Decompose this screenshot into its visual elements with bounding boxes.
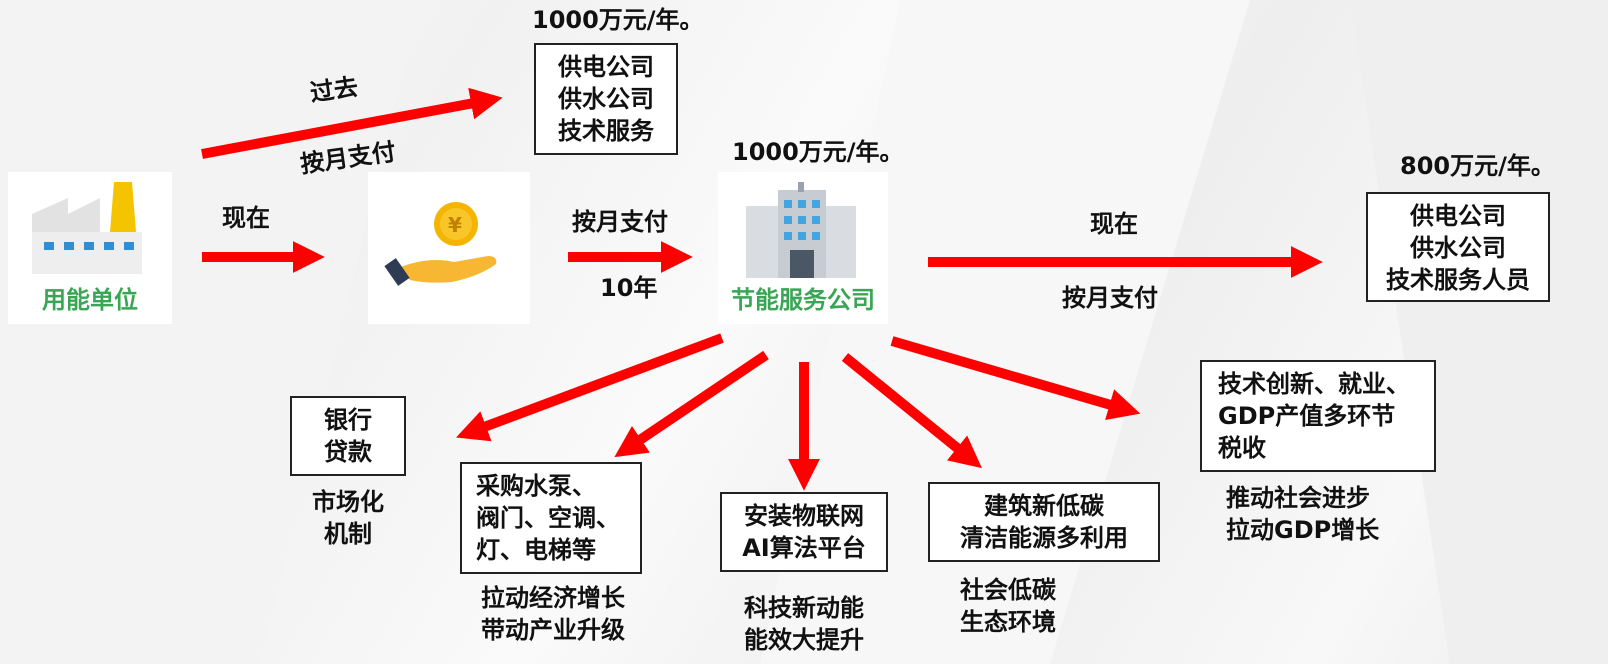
now-label-left: 现在 [222, 204, 270, 232]
iot-caption-line: 能效大提升 [744, 626, 864, 654]
top-box-line: 供水公司 [558, 85, 654, 113]
right-box-line: 技术服务人员 [1386, 266, 1530, 294]
purchase-box: 采购水泵、 阀门、空调、 灯、电梯等 [460, 462, 642, 574]
top-provider-box: 供电公司 供水公司 技术服务 [534, 43, 678, 155]
tax-box-line: 税收 [1218, 434, 1266, 462]
arrow-to-lowcarbon [841, 353, 982, 469]
right-pay-label: 按月支付 [1062, 284, 1158, 312]
bank-caption-line: 机制 [324, 520, 372, 548]
purchase-box-line: 采购水泵、 [476, 472, 596, 500]
user-unit-label: 用能单位 [42, 286, 138, 314]
purchase-caption-line: 拉动经济增长 [481, 584, 625, 612]
arrow-to-purchase [614, 350, 769, 458]
past-label: 过去 [308, 72, 360, 108]
arrow-past [201, 87, 503, 159]
top-box-line: 技术服务 [558, 117, 654, 145]
lowcarbon-caption: 社会低碳 生态环境 [946, 574, 1070, 638]
lowcarbon-box-line: 清洁能源多利用 [960, 524, 1128, 552]
purchase-box-line: 灯、电梯等 [476, 536, 596, 564]
tax-caption-line: 推动社会进步 [1226, 484, 1370, 512]
arrow-to-bank [456, 333, 724, 442]
user-unit-card: 用能单位 [8, 172, 172, 324]
mid-years-label: 10年 [600, 274, 658, 302]
lowcarbon-caption-line: 生态环境 [960, 608, 1056, 636]
purchase-box-line: 阀门、空调、 [476, 504, 620, 532]
right-box-line: 供水公司 [1410, 234, 1506, 262]
right-box-line: 供电公司 [1410, 202, 1506, 230]
mid-pay-label: 按月支付 [572, 208, 668, 236]
bank-box: 银行 贷款 [290, 396, 406, 476]
building-icon [746, 182, 856, 278]
tax-caption: 推动社会进步 拉动GDP增长 [1226, 482, 1379, 546]
now-label-right: 现在 [1090, 210, 1138, 238]
factory-icon [32, 182, 142, 274]
payment-card: ¥ [368, 172, 530, 324]
iot-box-line: 安装物联网 [744, 502, 864, 530]
tax-box-line: GDP产值多环节 [1218, 402, 1396, 430]
top-box-line: 供电公司 [558, 53, 654, 81]
lowcarbon-caption-line: 社会低碳 [960, 576, 1056, 604]
coin-hand-icon: ¥ [384, 202, 497, 286]
lowcarbon-box: 建筑新低碳 清洁能源多利用 [928, 482, 1160, 562]
iot-caption: 科技新动能 能效大提升 [716, 592, 892, 656]
iot-box-line: AI算法平台 [742, 534, 866, 562]
top-price: 1000万元/年。 [532, 6, 704, 34]
iot-caption-line: 科技新动能 [744, 594, 864, 622]
purchase-caption: 拉动经济增长 带动产业升级 [458, 582, 648, 646]
purchase-caption-line: 带动产业升级 [481, 616, 625, 644]
bank-caption: 市场化 机制 [290, 486, 406, 550]
tax-box-line: 技术创新、就业、 [1218, 370, 1410, 398]
svg-text:¥: ¥ [448, 213, 462, 237]
right-price: 800万元/年。 [1400, 152, 1555, 180]
esco-card: 节能服务公司 [718, 172, 888, 324]
lowcarbon-box-line: 建筑新低碳 [984, 492, 1104, 520]
esco-price: 1000万元/年。 [732, 138, 904, 166]
bank-box-line: 贷款 [324, 438, 372, 466]
bank-caption-line: 市场化 [312, 488, 384, 516]
esco-label: 节能服务公司 [731, 286, 875, 314]
bank-box-line: 银行 [324, 406, 372, 434]
tax-box: 技术创新、就业、 GDP产值多环节 税收 [1200, 360, 1436, 472]
right-provider-box: 供电公司 供水公司 技术服务人员 [1366, 192, 1550, 302]
arrow-to-tax [890, 336, 1141, 420]
tax-caption-line: 拉动GDP增长 [1226, 516, 1380, 544]
iot-box: 安装物联网 AI算法平台 [720, 492, 888, 572]
